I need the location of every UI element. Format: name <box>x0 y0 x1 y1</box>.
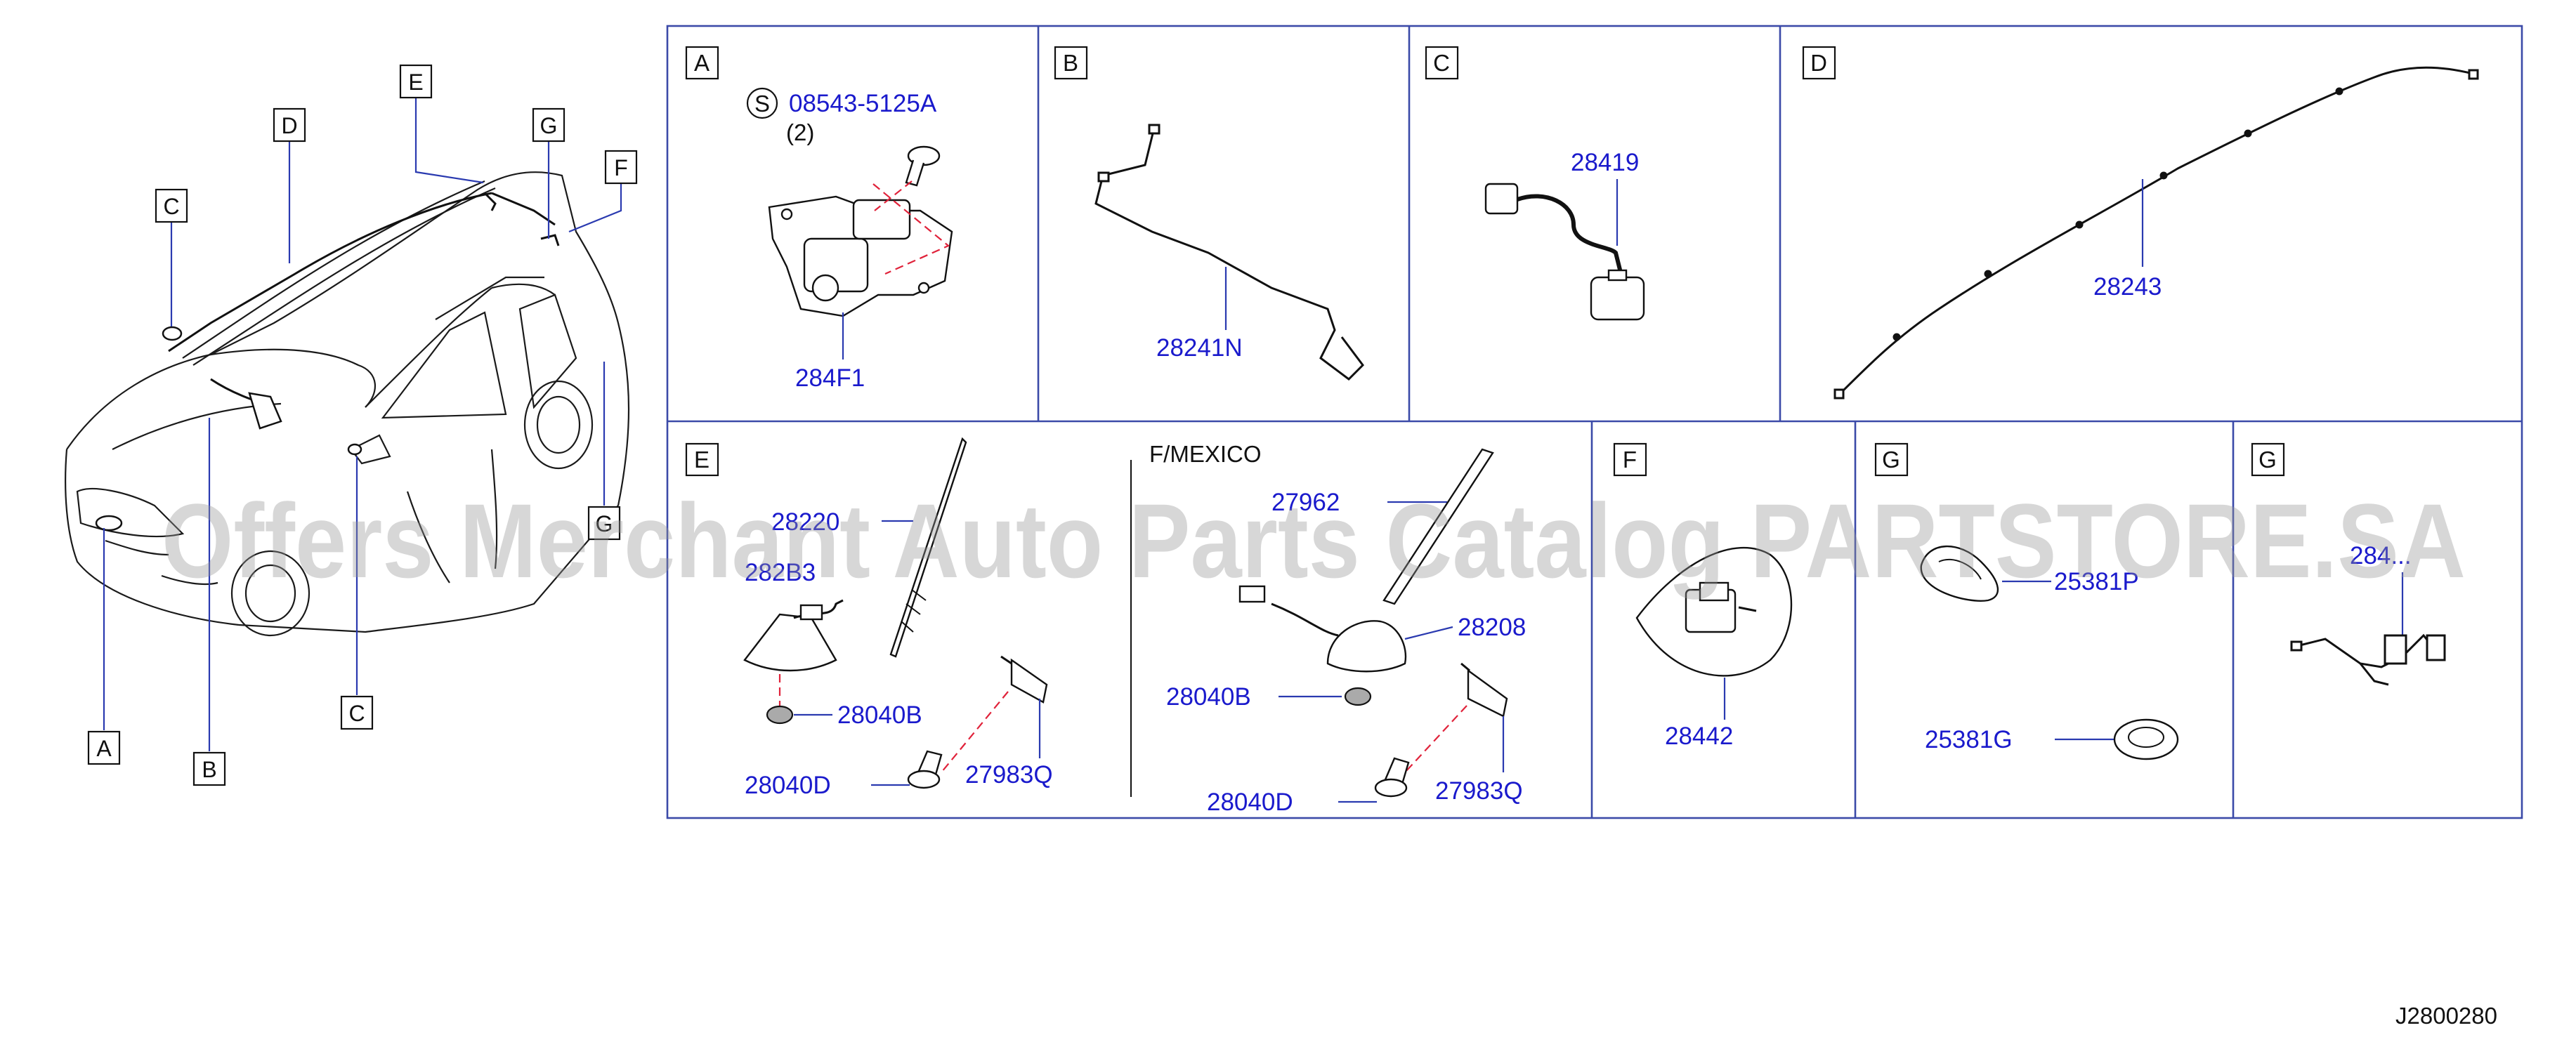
car-overview: C D E G F G A B <box>65 64 638 786</box>
part-number-28243: 28243 <box>2093 273 2162 301</box>
bolt-28040D-right <box>1374 757 1410 798</box>
car-tag-g-side: G <box>587 506 621 541</box>
harness-28243-drawing <box>1833 66 2479 400</box>
car-tag-d: D <box>273 107 306 143</box>
svg-text:G: G <box>2258 447 2277 473</box>
grommet-25381P <box>1920 545 1999 602</box>
car-leaders <box>103 98 622 751</box>
part-number-282B3: 282B3 <box>745 559 816 586</box>
svg-text:D: D <box>281 113 297 138</box>
svg-text:A: A <box>694 50 710 76</box>
svg-text:B: B <box>202 757 216 782</box>
install-dashes <box>872 180 950 275</box>
antenna-rod-mexico <box>1382 448 1494 605</box>
svg-text:G: G <box>1882 447 1900 473</box>
car-tag-a: A <box>87 730 121 765</box>
camera-28419-drawing <box>1484 183 1645 321</box>
svg-text:C: C <box>348 701 365 726</box>
part-number-284-partial: 284... <box>2350 542 2412 569</box>
svg-text:G: G <box>540 113 558 138</box>
svg-text:C: C <box>1433 50 1450 76</box>
part-number-28419: 28419 <box>1571 149 1639 176</box>
cable-27983Q-right <box>1460 662 1508 718</box>
part-number-28040D-right: 28040D <box>1207 789 1293 816</box>
part-number-28241N: 28241N <box>1156 334 1243 362</box>
svg-text:G: G <box>596 511 613 536</box>
svg-text:D: D <box>1810 50 1827 76</box>
svg-text:F: F <box>1623 447 1637 473</box>
car-outline <box>65 171 630 637</box>
car-tag-e: E <box>399 64 433 99</box>
panel-g1: G 25381P 25381G <box>1874 442 2179 760</box>
part-number-25381P: 25381P <box>2054 568 2139 595</box>
nut-28040B-right <box>1344 687 1372 706</box>
part-number-25381G: 25381G <box>1925 726 2013 753</box>
panel-g1-label: G <box>1874 442 1909 477</box>
car-tag-c-bottom: C <box>340 695 374 730</box>
svg-text:A: A <box>96 736 112 761</box>
antenna-base-drawing <box>743 599 844 672</box>
bolt-drawing <box>905 145 941 187</box>
bolt-quantity: (2) <box>786 119 814 145</box>
panel-b-label: B <box>1054 46 1088 80</box>
part-number-28040D-left: 28040D <box>745 772 831 799</box>
grommet-25381G <box>2113 718 2179 760</box>
panel-b: B 28241N <box>1054 46 1364 381</box>
s-symbol: S <box>746 87 778 119</box>
part-number-28442: 28442 <box>1665 723 1733 750</box>
watermark-text: Offers Merchant Auto Parts Catalog PARTS… <box>162 482 2466 600</box>
svg-text:F: F <box>614 155 628 180</box>
svg-text:C: C <box>163 194 179 219</box>
region-label-mexico: F/MEXICO <box>1149 441 1262 467</box>
bolt-28040D-left <box>907 750 943 789</box>
panel-e: E 28220 282B3 28040B 27983Q <box>685 437 1526 816</box>
panel-f: F 28442 <box>1613 442 1793 750</box>
car-tag-c-top: C <box>155 188 188 223</box>
part-number-27983Q-left: 27983Q <box>965 761 1053 789</box>
part-number-28040B-left: 28040B <box>837 701 922 729</box>
car-tag-b: B <box>192 751 226 786</box>
panel-a: A S 08543-5125A (2) 284F1 <box>685 46 953 392</box>
car-tag-f: F <box>604 150 638 185</box>
antenna-base-mexico <box>1238 585 1407 673</box>
panel-f-label: F <box>1613 442 1647 477</box>
panel-grid <box>666 25 2523 819</box>
part-number-08543-5125A: 08543-5125A <box>789 90 937 117</box>
panel-d-label: D <box>1802 46 1836 80</box>
part-number-284F1: 284F1 <box>795 364 865 392</box>
panel-c-label: C <box>1425 46 1459 80</box>
panel-g2-label: G <box>2251 442 2285 477</box>
panel-a-label: A <box>685 46 719 80</box>
svg-text:S: S <box>754 91 770 117</box>
diagram-code: J2800280 <box>2395 1003 2497 1029</box>
antenna-rod-drawing <box>889 437 967 658</box>
car-tag-g-top: G <box>532 107 565 143</box>
car-components <box>95 192 560 532</box>
svg-text:B: B <box>1063 50 1078 76</box>
part-number-27983Q-right: 27983Q <box>1435 777 1523 805</box>
panel-g2: G 284... <box>2251 442 2446 686</box>
part-number-28040B-right: 28040B <box>1166 683 1251 711</box>
panel-e-label: E <box>685 442 719 477</box>
svg-text:E: E <box>694 447 710 473</box>
panel-d: D 28243 <box>1802 46 2479 400</box>
svg-text:E: E <box>408 70 423 95</box>
part-number-27962: 27962 <box>1271 489 1340 516</box>
part-number-28208: 28208 <box>1458 614 1526 641</box>
harness-28241N-drawing <box>1094 124 1364 381</box>
panel-c: C 28419 <box>1425 46 1645 321</box>
camera-bracket-drawing <box>768 195 953 317</box>
part-number-28220: 28220 <box>771 508 839 536</box>
cable-27983Q-left <box>1000 655 1048 704</box>
bracket-28442-drawing <box>1635 546 1793 677</box>
harness-g-drawing <box>2290 633 2446 686</box>
nut-28040B-left <box>766 705 794 725</box>
